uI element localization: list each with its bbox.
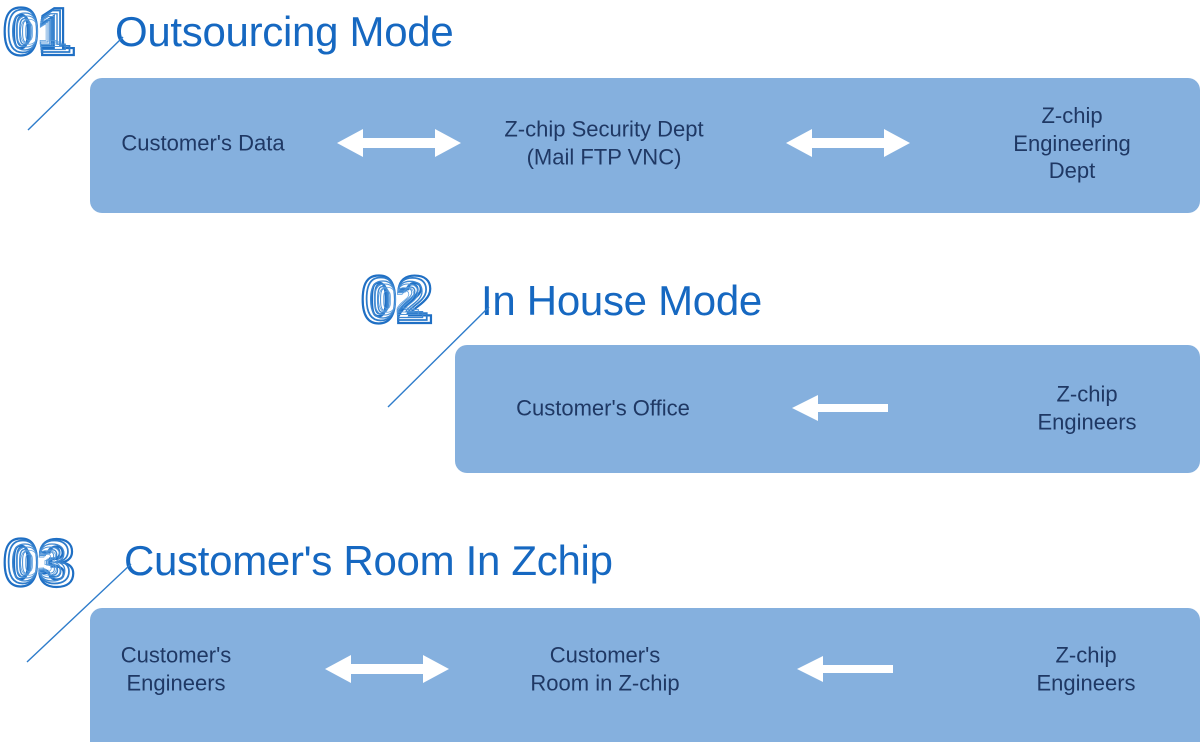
mode-bar-01: Customer's Data Z-chip Security Dept (Ma… (90, 78, 1200, 213)
node-03-1: Customer's Room in Z-chip (530, 642, 680, 696)
numeral-03-ring-1: 03 (1, 525, 77, 601)
arrow-01-1-both (786, 128, 910, 158)
node-01-0: Customer's Data (121, 130, 285, 156)
numeral-03-ring-5: 03 (19, 543, 58, 583)
numeral-03-ring-3: 03 (10, 534, 67, 592)
numeral-03-ring-2: 03 (5, 529, 72, 597)
node-01-2: Z-chip Engineering Dept (1013, 102, 1131, 183)
arrow-03-0-both (325, 654, 449, 684)
node-03-2: Z-chip Engineers (1036, 642, 1136, 696)
section-title-03: Customer's Room In Zchip (124, 537, 613, 584)
node-01-1: Z-chip Security Dept (Mail FTP VNC) (504, 116, 704, 170)
section-numeral-01: 01 01 01 01 01 01 (1, 0, 104, 70)
arrow-02-0-left (792, 395, 888, 421)
section-title-01: Outsourcing Mode (115, 8, 454, 55)
numeral-02-ring-4: 02 (372, 275, 420, 325)
numeral-02-ring-3: 02 (368, 271, 425, 329)
arrow-01-0-both (337, 128, 461, 158)
section-title-02: In House Mode (481, 277, 762, 324)
numeral-01-ring-2: 01 (5, 0, 72, 66)
node-02-0: Customer's Office (516, 395, 690, 421)
numeral-01-ring-5: 01 (19, 12, 58, 52)
node-03-0: Customer's Engineers (120, 642, 232, 696)
numeral-01-ring-4: 01 (14, 7, 62, 57)
mode-bar-02: Customer's Office Z-chip Engineers (455, 345, 1200, 473)
numeral-03-ring-4: 03 (14, 538, 62, 588)
numeral-02-ring-5: 02 (377, 280, 416, 320)
numeral-01-ring-1: 01 (1, 0, 77, 70)
numeral-02-ring-2: 02 (363, 266, 430, 334)
mode-bar-03: Customer's Engineers Customer's Room in … (90, 608, 1200, 742)
arrow-03-1-left (797, 656, 893, 682)
node-02-1: Z-chip Engineers (1037, 381, 1137, 435)
section-numeral-03: 03 03 03 03 03 03 (1, 525, 104, 601)
numeral-01-ring-3: 01 (10, 3, 67, 61)
section-numeral-02: 02 02 02 02 02 02 (359, 262, 462, 338)
numeral-02-ring-1: 02 (359, 262, 435, 338)
